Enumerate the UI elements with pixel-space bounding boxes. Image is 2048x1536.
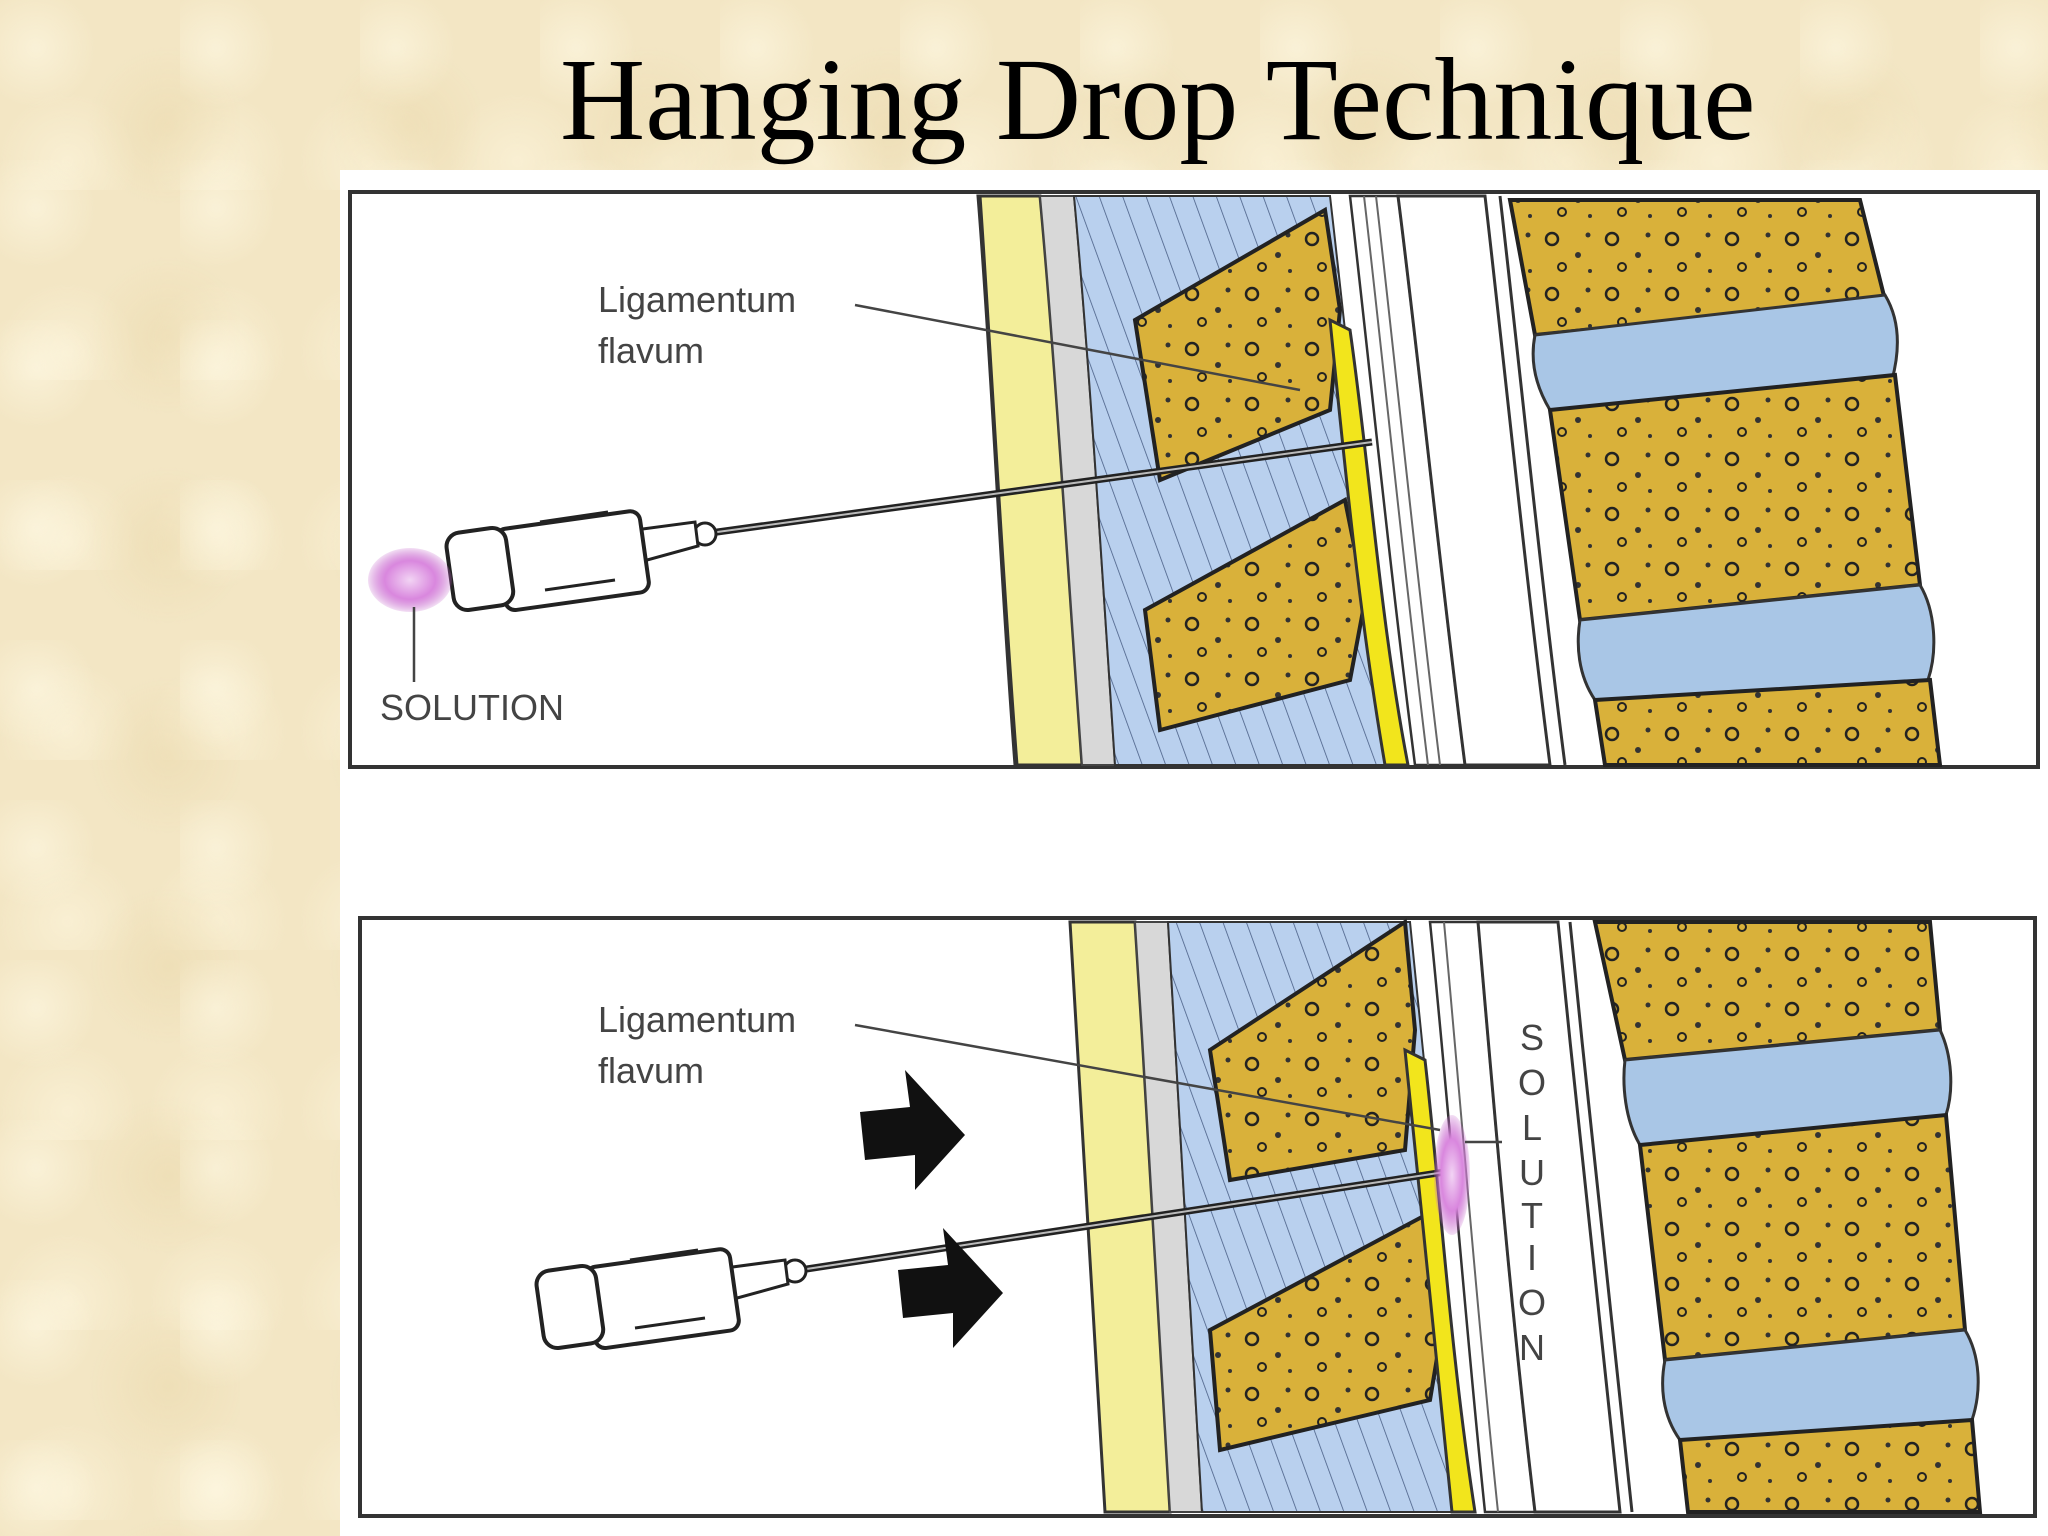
arrow-lower-icon bbox=[898, 1228, 1003, 1348]
solution-letter: N bbox=[1519, 1327, 1545, 1368]
top-ligamentum-flavum bbox=[1328, 317, 1410, 767]
top-ligamentum-label-line1: Ligamentum bbox=[598, 279, 796, 320]
bottom-vertebral-body-2 bbox=[1637, 1112, 1968, 1363]
solution-letter: O bbox=[1518, 1062, 1546, 1103]
bottom-anatomy bbox=[1068, 918, 1983, 1514]
top-solution-label: SOLUTION bbox=[380, 687, 564, 728]
bottom-ligamentum-leader bbox=[854, 1023, 1441, 1132]
bottom-ligamentum-label-line1: Ligamentum bbox=[598, 999, 796, 1040]
top-spinous-process-lower bbox=[1142, 496, 1368, 733]
solution-letter: L bbox=[1522, 1107, 1542, 1148]
arrow-upper-icon bbox=[860, 1070, 965, 1190]
top-ligamentum-label-line2: flavum bbox=[598, 330, 704, 371]
bottom-vertebral-body-3 bbox=[1677, 1417, 1983, 1514]
bottom-spinal-canal bbox=[1476, 920, 1622, 1514]
solution-letter: O bbox=[1518, 1282, 1546, 1323]
slide-title: Hanging Drop Technique bbox=[560, 34, 1756, 165]
solution-letter: S bbox=[1520, 1017, 1544, 1058]
bottom-solution-drawn-in bbox=[1434, 1115, 1470, 1235]
solution-letter: U bbox=[1519, 1152, 1545, 1193]
top-anatomy bbox=[976, 194, 1943, 767]
solution-letter: T bbox=[1521, 1195, 1543, 1236]
hanging-drop-illustration: Ligamentum flavum SOLUTION bbox=[340, 170, 2048, 1536]
top-ligamentum-leader bbox=[854, 303, 1301, 392]
solution-letter: I bbox=[1527, 1237, 1537, 1278]
bottom-spinal-needle bbox=[534, 1166, 1459, 1351]
top-spinal-canal bbox=[1396, 194, 1552, 767]
top-spinal-needle bbox=[444, 438, 1373, 613]
top-vertebral-body-3 bbox=[1592, 677, 1943, 767]
top-solution-drop bbox=[368, 548, 452, 612]
bottom-panel: Ligamentum flavum S O L U T I O N bbox=[358, 916, 2037, 1518]
top-vertebral-body-2 bbox=[1547, 372, 1923, 623]
bottom-ligamentum-label-line2: flavum bbox=[598, 1050, 704, 1091]
bottom-solution-vertical-label: S O L U T I O N bbox=[1518, 1017, 1546, 1368]
top-panel: Ligamentum flavum SOLUTION bbox=[348, 190, 2040, 769]
